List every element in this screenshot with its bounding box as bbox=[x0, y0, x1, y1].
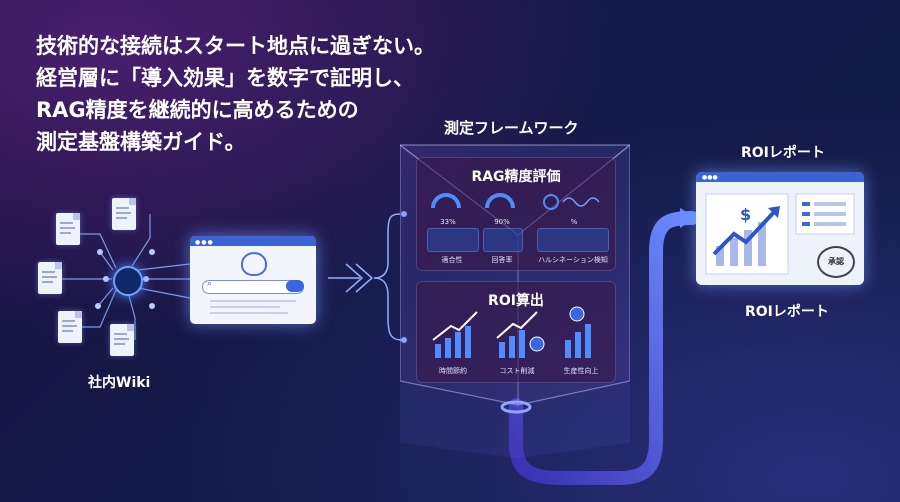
brain-icon bbox=[241, 252, 267, 276]
roi-label-2: コスト削減 bbox=[499, 367, 535, 375]
window-dots-icon: ●●● bbox=[195, 239, 214, 246]
metric-tile-answer-rate bbox=[483, 228, 523, 252]
report-chart-icon: $ bbox=[705, 193, 855, 275]
wiki-label: 社内Wiki bbox=[88, 375, 151, 391]
window-titlebar bbox=[190, 236, 316, 246]
approval-stamp: 承認 bbox=[817, 246, 855, 278]
metric-label-1: 適合性 bbox=[441, 256, 463, 264]
document-icon bbox=[110, 324, 134, 356]
framework-label: 測定フレームワーク bbox=[444, 119, 579, 137]
report-title-bottom: ROIレポート bbox=[745, 304, 829, 320]
metric-label-2: 回答率 bbox=[491, 256, 513, 264]
gauge-value-3: % bbox=[570, 218, 578, 226]
report-title-top: ROIレポート bbox=[741, 145, 825, 161]
headline: 技術的な接続はスタート地点に過ぎない。 経営層に「導入効果」を数字で証明し、 R… bbox=[36, 30, 456, 158]
roi-label-3: 生産性向上 bbox=[563, 367, 599, 375]
gauge-value-2: 90% bbox=[494, 218, 510, 226]
window-dots-icon: ●●● bbox=[702, 174, 718, 181]
window-titlebar bbox=[696, 172, 864, 182]
document-icon bbox=[56, 213, 80, 245]
rag-title: RAG精度評価 bbox=[471, 169, 561, 185]
roi-panel: ROI算出 時間節約 コスト削減 生産性向上 bbox=[416, 281, 616, 383]
headline-line-4: 測定基盤構築ガイド。 bbox=[36, 130, 246, 154]
document-icon bbox=[58, 311, 82, 343]
document-icon bbox=[38, 262, 62, 294]
search-window: ●●● ⌕ bbox=[190, 236, 316, 324]
metric-tile-hallucination bbox=[537, 228, 609, 252]
document-icon bbox=[112, 198, 136, 230]
svg-text:$: $ bbox=[740, 205, 751, 224]
rag-panel: RAG精度評価 33% 90% % 適合性 回答率 ハルシネーション検知 bbox=[416, 157, 616, 271]
headline-line-3: RAG精度を継続的に高めるための bbox=[36, 98, 359, 122]
roi-label-1: 時間節約 bbox=[439, 367, 467, 375]
gauge-graphics bbox=[431, 193, 600, 210]
roi-report-window: ●●● $ 承認 bbox=[696, 172, 864, 285]
headline-line-1: 技術的な接続はスタート地点に過ぎない。 bbox=[36, 34, 435, 58]
roi-title: ROI算出 bbox=[488, 293, 544, 309]
metric-tile-relevance bbox=[427, 228, 479, 252]
search-input[interactable]: ⌕ bbox=[202, 279, 304, 294]
headline-line-2: 経営層に「導入効果」を数字で証明し、 bbox=[36, 66, 414, 90]
gauge-value-1: 33% bbox=[440, 218, 456, 226]
framework-prism: RAG精度評価 33% 90% % 適合性 回答率 ハルシネーション検知 ROI… bbox=[400, 143, 630, 458]
metric-label-3: ハルシネーション検知 bbox=[538, 256, 608, 264]
roi-bar-icons bbox=[432, 306, 591, 358]
search-button[interactable] bbox=[286, 280, 304, 292]
database-icon bbox=[113, 266, 143, 296]
search-icon: ⌕ bbox=[207, 279, 213, 289]
